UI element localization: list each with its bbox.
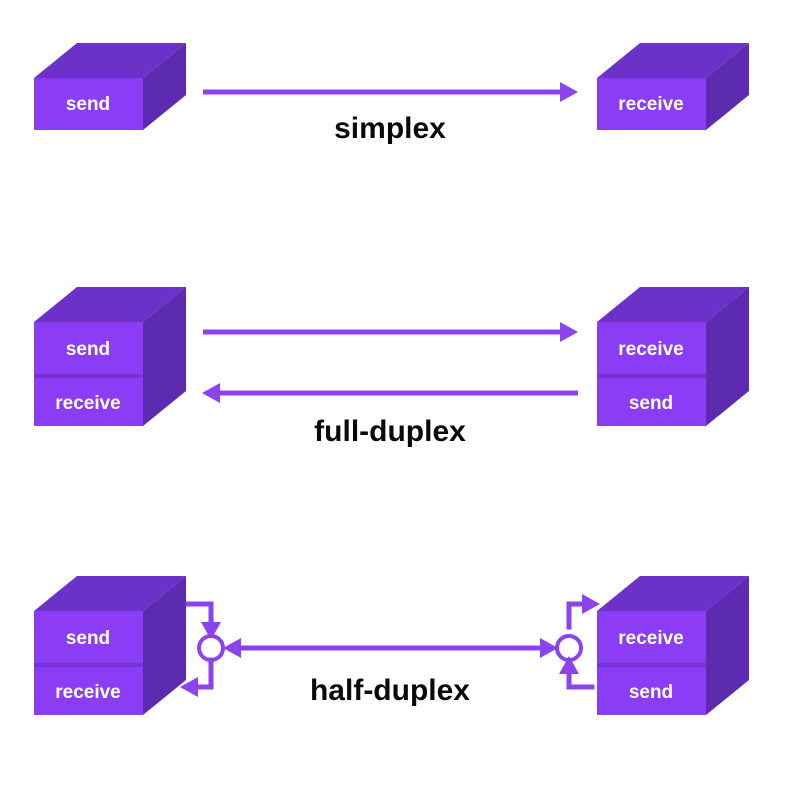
switch-wire-lower [566, 666, 595, 690]
box-face-label-upper: send [66, 339, 110, 360]
box-face-label-upper: receive [618, 339, 684, 360]
row-half-duplex: send receive [34, 576, 749, 715]
box-side-face [143, 576, 186, 715]
box-top-face [34, 287, 186, 322]
box-front-face-lower [34, 667, 143, 715]
box-divider [34, 374, 143, 378]
arrow-head-right [560, 82, 578, 102]
row-simplex: send receive simplex [34, 43, 749, 145]
box-face-label: receive [618, 94, 684, 115]
box-side-face [706, 43, 749, 130]
box-face-label-lower: send [629, 682, 673, 703]
switch-circle-node [197, 634, 225, 662]
box-face-label-lower: receive [55, 682, 121, 703]
arrow-head-left [180, 677, 198, 697]
fullduplex-left-node[interactable]: send receive [34, 287, 186, 426]
box-front-face-upper [597, 611, 706, 663]
arrow-head-right [540, 638, 558, 658]
fullduplex-link-left-to-right [203, 322, 578, 342]
fullduplex-right-node[interactable]: receive send [597, 287, 749, 426]
box-side-face [706, 287, 749, 426]
switch-wire-upper [566, 601, 589, 630]
box-divider [34, 663, 143, 667]
box-top-face [34, 43, 186, 78]
halfduplex-right-node[interactable]: receive send [597, 576, 749, 715]
simplex-right-node[interactable]: receive [597, 43, 749, 130]
simplex-link-left-to-right [203, 82, 578, 102]
box-face-label-upper: send [66, 628, 110, 649]
box-front-face-upper [597, 322, 706, 374]
box-front-face [34, 78, 143, 130]
box-front-face-lower [597, 378, 706, 426]
mode-label-half-duplex: half-duplex [310, 674, 470, 707]
box-face-label: send [66, 94, 110, 115]
box-top-face [597, 43, 749, 78]
halfduplex-link-shared-bidirectional [223, 638, 558, 658]
row-full-duplex: send receive receive send [34, 287, 749, 448]
mode-label-simplex: simplex [334, 112, 446, 145]
fullduplex-link-right-to-left [202, 383, 578, 403]
switch-wire-upper [185, 601, 214, 630]
mode-label-full-duplex: full-duplex [314, 415, 466, 448]
box-side-face [706, 576, 749, 715]
arrow-head-down [201, 622, 221, 640]
box-divider [597, 663, 706, 667]
box-top-face [597, 287, 749, 322]
box-front-face [597, 78, 706, 130]
simplex-left-node[interactable]: send [34, 43, 186, 130]
switch-wire-lower [193, 657, 214, 690]
box-face-label-upper: receive [618, 628, 684, 649]
box-side-face [143, 287, 186, 426]
halfduplex-switch-left[interactable] [180, 601, 225, 697]
box-top-face [34, 576, 186, 611]
box-divider [597, 374, 706, 378]
arrow-head-right [560, 322, 578, 342]
box-face-label-lower: send [629, 393, 673, 414]
box-face-label-lower: receive [55, 393, 121, 414]
arrow-head-left [202, 383, 220, 403]
box-front-face-lower [597, 667, 706, 715]
arrow-head-up [559, 656, 579, 674]
box-top-face [597, 576, 749, 611]
box-front-face-upper [34, 611, 143, 663]
halfduplex-switch-right[interactable] [555, 594, 600, 690]
arrow-head-left [223, 638, 241, 658]
arrow-head-right [582, 594, 600, 614]
halfduplex-left-node[interactable]: send receive [34, 576, 186, 715]
box-front-face-lower [34, 378, 143, 426]
box-front-face-upper [34, 322, 143, 374]
box-side-face [143, 43, 186, 130]
